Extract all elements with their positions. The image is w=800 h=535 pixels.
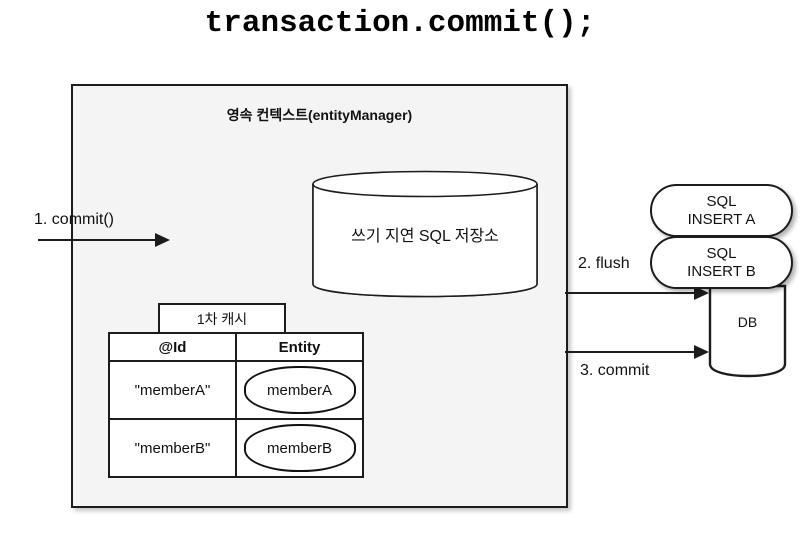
sql-insert-b-line1: SQL	[706, 245, 737, 263]
first-level-cache-table: @Id Entity "memberA" memberA "memberB" m…	[108, 332, 364, 478]
commit-in-arrow-line	[38, 239, 158, 241]
write-behind-sql-store-label: 쓰기 지연 SQL 저장소	[351, 228, 499, 245]
sql-insert-b-box: SQL INSERT B	[650, 236, 793, 289]
cell-entity: memberB	[235, 418, 364, 478]
commit-db-arrow-line	[565, 351, 695, 353]
sql-insert-a-line1: SQL	[706, 193, 737, 211]
table-row: "memberB" memberB	[108, 418, 364, 478]
commit-db-arrow-head	[694, 345, 709, 359]
persistence-context-title: 영속 컨텍스트(entityManager)	[226, 107, 413, 123]
commit-in-arrow-label: 1. commit()	[34, 211, 114, 228]
commit-in-arrow-head	[155, 233, 170, 247]
sql-insert-a-line2: INSERT A	[687, 210, 756, 228]
sql-insert-b-line2: INSERT B	[687, 262, 756, 280]
flush-arrow-label: 2. flush	[578, 255, 630, 272]
write-behind-sql-store-cylinder	[312, 170, 538, 298]
table-header-row: @Id Entity	[108, 332, 364, 362]
database-label: DB	[737, 314, 758, 330]
table-row: "memberA" memberA	[108, 360, 364, 420]
flush-arrow-line	[565, 292, 695, 294]
page-title: transaction.commit();	[204, 6, 596, 41]
sql-insert-a-box: SQL INSERT A	[650, 184, 793, 237]
cell-id: "memberB"	[108, 418, 237, 478]
entity-oval: memberB	[243, 424, 356, 472]
flush-arrow-head	[694, 286, 709, 300]
database-cylinder	[708, 284, 787, 378]
entity-oval: memberA	[243, 366, 356, 414]
commit-db-arrow-label: 3. commit	[580, 362, 650, 379]
cell-entity: memberA	[235, 360, 364, 420]
column-header-id: @Id	[108, 332, 237, 362]
first-level-cache-tab: 1차 캐시	[158, 303, 286, 334]
cell-id: "memberA"	[108, 360, 237, 420]
column-header-entity: Entity	[235, 332, 364, 362]
